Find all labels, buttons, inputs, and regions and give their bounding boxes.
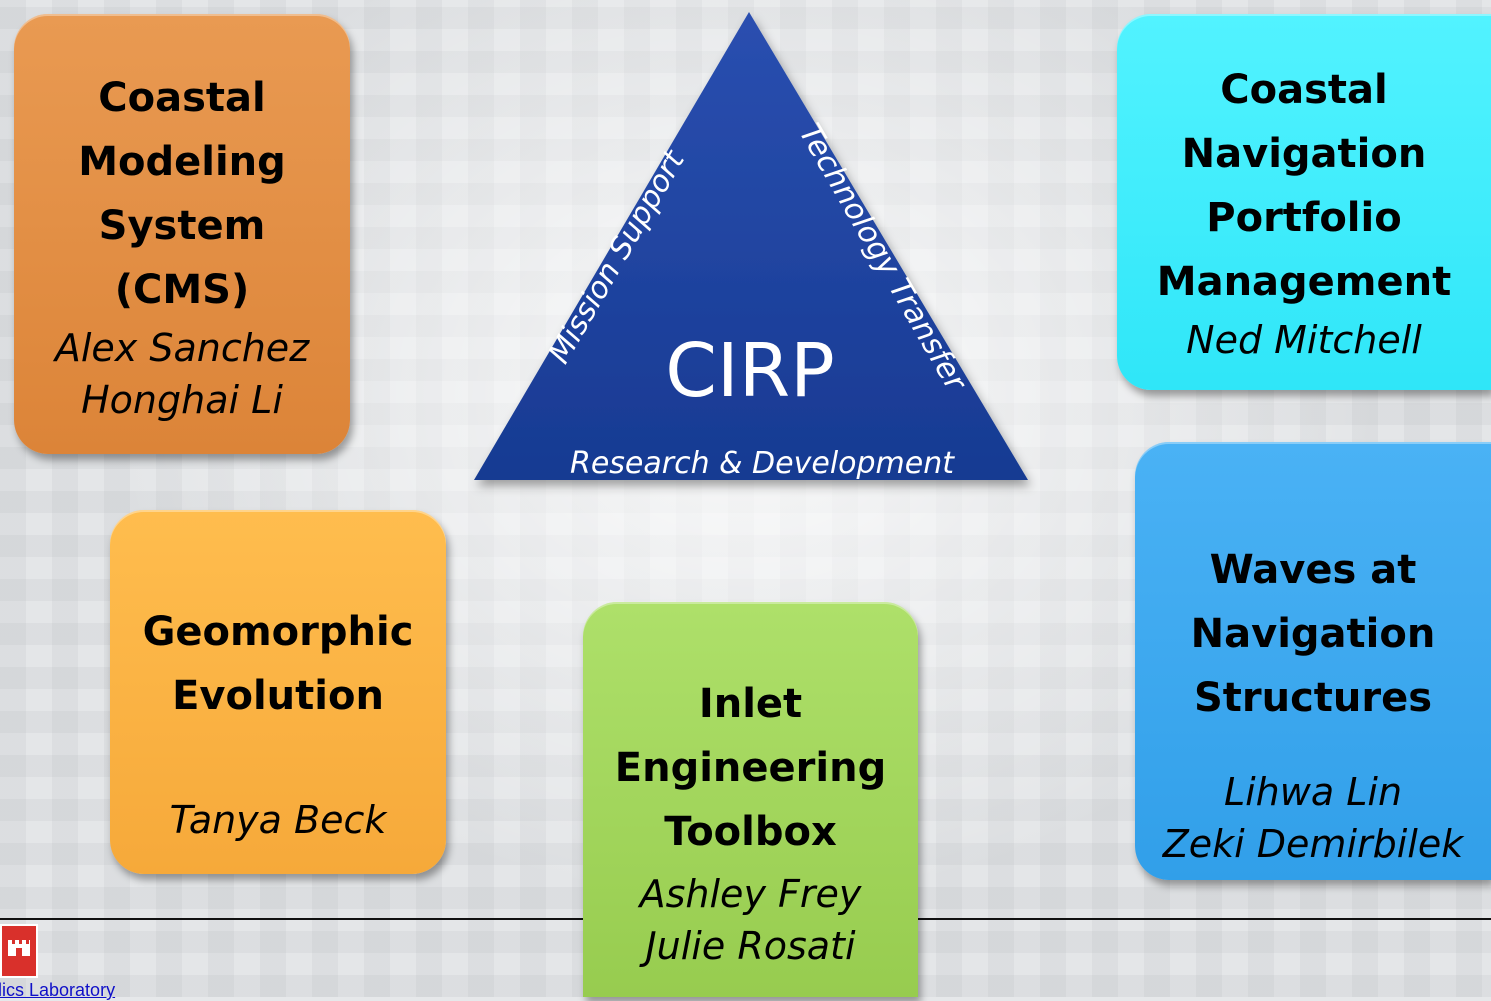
card-title: Waves at Navigation Structures <box>1190 547 1436 721</box>
card-title: Coastal Modeling System (CMS) <box>78 75 286 313</box>
card-coastal-modeling-system: Coastal Modeling System (CMS) Alex Sanch… <box>14 14 350 454</box>
card-people: Tanya Beck <box>169 798 387 842</box>
footer-lab-name[interactable]: ulics Laboratory <box>0 980 116 1000</box>
card-people: Ned Mitchell <box>1186 318 1422 362</box>
card-people: Alex Sanchez Honghai Li <box>54 326 310 422</box>
card-title: Inlet Engineering Toolbox <box>614 681 887 855</box>
card-geomorphic-evolution: Geomorphic Evolution Tanya Beck <box>110 510 446 874</box>
card-people: Lihwa Lin Zeki Demirbilek <box>1162 770 1464 866</box>
footer-rule-right <box>918 918 1491 920</box>
card-coastal-navigation-portfolio: Coastal Navigation Portfolio Management … <box>1117 14 1491 390</box>
card-title: Geomorphic Evolution <box>142 609 414 719</box>
card-inlet-engineering-toolbox: Inlet Engineering Toolbox Ashley Frey Ju… <box>583 602 918 997</box>
footer-rule-left <box>0 918 583 920</box>
card-title: Coastal Navigation Portfolio Management <box>1156 67 1452 305</box>
castle-icon <box>0 924 38 978</box>
card-waves-at-navigation-structures: Waves at Navigation Structures Lihwa Lin… <box>1135 442 1491 880</box>
card-people: Ashley Frey Julie Rosati <box>639 872 862 968</box>
